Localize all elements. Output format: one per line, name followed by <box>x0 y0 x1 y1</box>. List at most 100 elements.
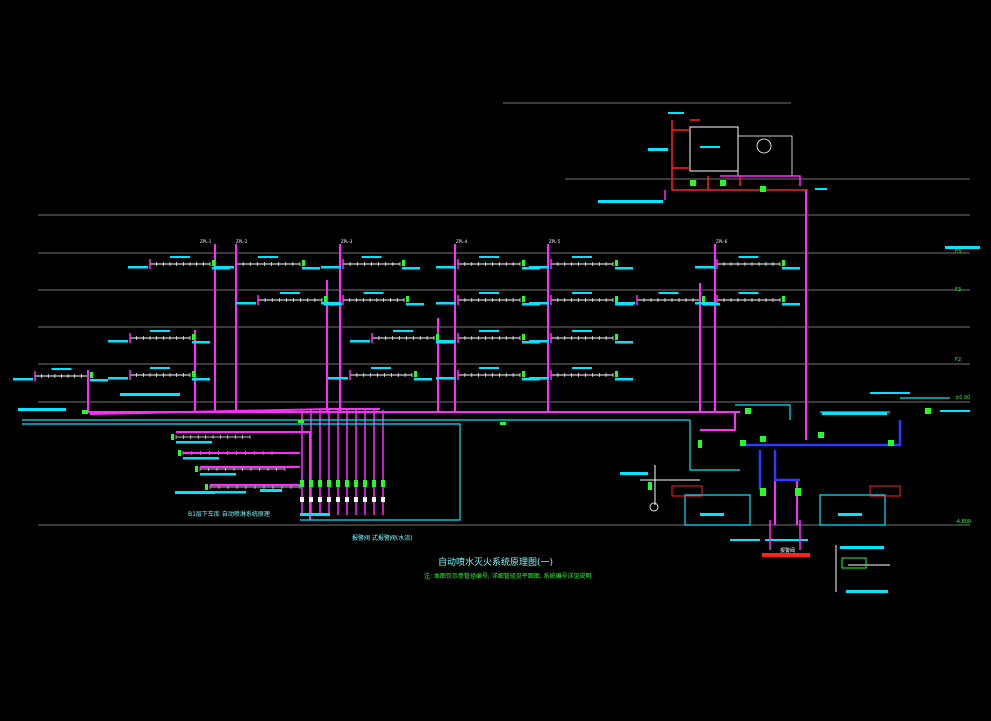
branch-tag <box>529 377 549 380</box>
branch-tag <box>280 292 300 294</box>
alarm-valve-body <box>372 497 376 502</box>
pressure-tank-box <box>737 135 793 177</box>
annotation-bar <box>120 393 180 396</box>
valve-block <box>740 440 746 446</box>
captions: 自动喷水灭火系统原理图(一) 注: 本图仅示意管径编号, 详细管径见平面图, 系… <box>188 239 971 580</box>
annotation-bar <box>840 546 884 549</box>
water-supply-pipes <box>22 397 950 526</box>
supply-drop <box>689 420 740 471</box>
alarm-valve <box>318 480 322 487</box>
floor-level-lines <box>38 102 970 526</box>
alarm-valve-body <box>345 497 349 502</box>
alarm-valve-body <box>354 497 358 502</box>
pressure-tank <box>756 138 772 154</box>
branch-tag <box>90 379 108 382</box>
branch-tag <box>572 292 592 294</box>
branch-tag <box>361 256 382 258</box>
annotation-bar <box>260 489 282 492</box>
valve-markers <box>82 180 931 502</box>
valve-block <box>82 410 88 414</box>
valve-marker <box>171 434 174 440</box>
valve-block <box>690 180 696 186</box>
level-label-basement: -4.800 <box>955 519 971 525</box>
branch-tag <box>658 292 679 294</box>
level-label-f3: F3 <box>955 287 961 293</box>
pump-base-right <box>819 494 886 526</box>
branch-tag <box>192 378 210 381</box>
roof-red-pipes <box>671 120 808 191</box>
branch-tag <box>738 292 759 294</box>
branch-tag <box>321 302 341 305</box>
branch-tag <box>170 256 190 258</box>
supply-main-2 <box>22 423 461 521</box>
alarm-valve-manifold <box>301 410 384 515</box>
pump-feed-pipes <box>740 420 902 490</box>
branch-tag <box>200 473 236 476</box>
alarm-valve-body <box>300 497 304 502</box>
branch-tag <box>529 340 549 343</box>
valve-marker <box>522 260 525 266</box>
valve-marker <box>522 371 525 377</box>
valve-marker <box>522 296 525 302</box>
valve-block <box>500 422 506 425</box>
branch-tag <box>695 302 715 305</box>
branch-tag <box>615 341 633 344</box>
branch-tag <box>214 266 234 269</box>
valve-marker <box>192 371 195 377</box>
branch-tag <box>328 377 348 380</box>
level-label-ground: ±0.00 <box>955 395 970 401</box>
basement-main <box>176 431 311 520</box>
valve-marker <box>195 466 198 472</box>
valve-block <box>888 440 894 446</box>
branch-tag <box>479 367 499 369</box>
annotation-bar <box>700 513 724 516</box>
alarm-valve-body <box>318 497 322 502</box>
valve-marker <box>406 296 409 302</box>
annotation-bar <box>620 472 648 475</box>
flow-switch <box>841 557 867 569</box>
level-label-f2: F2 <box>955 357 961 363</box>
riser-tag-3: ZPL-3 <box>341 239 353 244</box>
valve-block <box>818 432 824 438</box>
sprinkler-risers <box>87 190 807 525</box>
branch-tag <box>479 292 499 294</box>
drawing-subtitle: 注: 本图仅示意管径编号, 详细管径见平面图, 系统编号详见说明 <box>424 572 592 580</box>
branch-tag <box>782 303 800 306</box>
level-label-top: F3 <box>955 249 961 255</box>
valve-marker <box>615 296 618 302</box>
branch-tag <box>371 367 391 369</box>
alarm-valve <box>381 480 385 487</box>
branch-tag <box>108 377 128 380</box>
annotation-bar <box>175 491 215 494</box>
branch-tag <box>51 368 72 370</box>
valve-marker <box>522 334 525 340</box>
meter-line <box>640 465 700 505</box>
annotation-tags <box>13 112 980 593</box>
annotation-bar <box>700 146 720 148</box>
alarm-valve <box>327 480 331 487</box>
branch-tag <box>738 256 759 258</box>
branch-tag <box>150 367 170 369</box>
annotation-bar <box>300 513 330 516</box>
annotation-bar <box>648 148 668 151</box>
roof-water-tank <box>664 119 808 200</box>
fire-pump-room <box>640 465 901 592</box>
branch-tag <box>183 457 219 460</box>
riser-tag-5: ZPL-5 <box>549 239 561 244</box>
roof-red-inlet <box>672 119 700 131</box>
valve-marker <box>205 484 208 490</box>
branch-tag <box>210 491 246 494</box>
branch-tag <box>128 266 148 269</box>
alarm-valve <box>372 480 376 487</box>
basement-caption: B1层下车库 自动喷淋系统原理 <box>188 510 270 518</box>
valve-block <box>760 488 766 496</box>
branch-tag <box>176 441 212 444</box>
valve-block <box>720 180 726 186</box>
pump-feed-left <box>773 450 800 482</box>
annotation-bar <box>18 408 66 411</box>
valve-block <box>745 408 751 414</box>
valve-marker <box>302 260 305 266</box>
alarm-valve <box>363 480 367 487</box>
branch-tag <box>402 267 420 270</box>
